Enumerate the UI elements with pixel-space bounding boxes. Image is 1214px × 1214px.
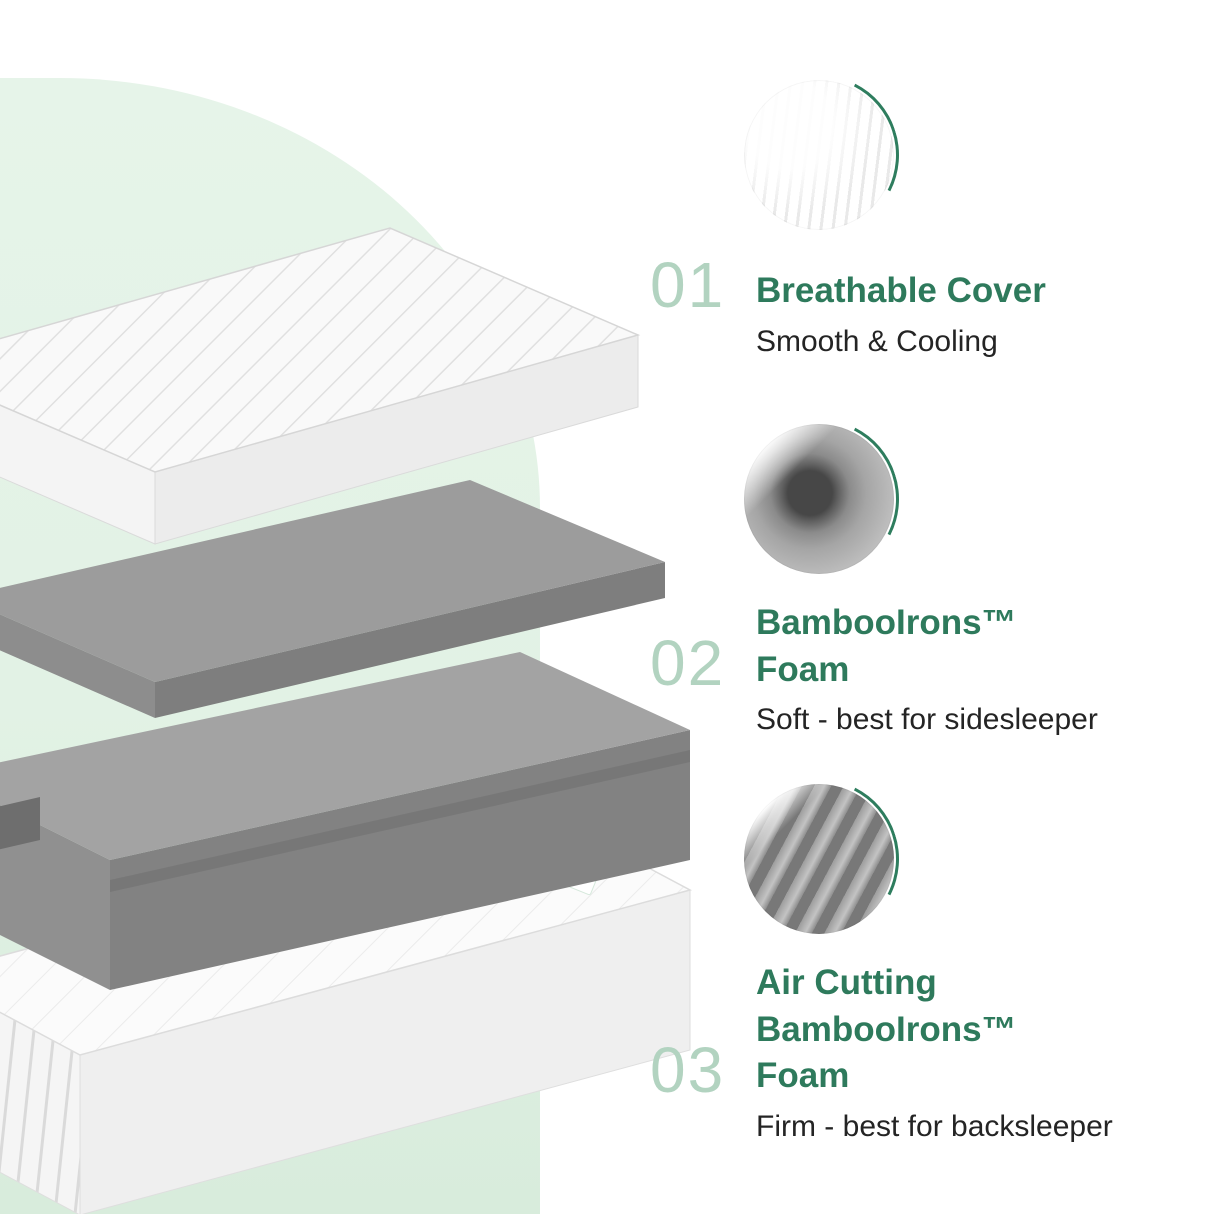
feature-title-line: Air Cutting bbox=[756, 963, 937, 1002]
feature-description: Firm - best for backsleeper bbox=[756, 1109, 1113, 1143]
feature-title-line: Foam bbox=[756, 649, 850, 689]
feature-title-line: BambooIrons™ bbox=[756, 603, 1017, 642]
feature-title: Air Cutting BambooIrons™ Foam bbox=[756, 960, 1017, 1100]
feature-description: Smooth & Cooling bbox=[756, 324, 998, 358]
feature-description: Soft - best for sidesleeper bbox=[756, 703, 1098, 737]
feature-number: 01 bbox=[650, 249, 726, 321]
feature-number: 02 bbox=[650, 627, 726, 700]
fabric-texture-photo bbox=[744, 80, 894, 230]
feature-photo-frame bbox=[744, 784, 894, 934]
feature-block-bambooirons-foam: 02 BambooIrons™ Foam Soft - best for sid… bbox=[650, 424, 1202, 738]
breathable-cover-layer bbox=[0, 227, 641, 545]
feature-block-breathable-cover: 01 Breathable Cover Smooth & Cooling bbox=[650, 80, 1202, 360]
feature-title: Breathable Cover bbox=[756, 268, 1046, 315]
feature-title: BambooIrons™ Foam bbox=[756, 600, 1017, 693]
feature-number: 03 bbox=[650, 1033, 726, 1106]
foam-curve-photo bbox=[744, 424, 894, 574]
feature-title-line: Breathable Cover bbox=[756, 271, 1046, 311]
feature-photo-frame bbox=[744, 80, 894, 230]
feature-title-line: BambooIrons™ bbox=[756, 1009, 1017, 1049]
feature-title-line: Foam bbox=[756, 1056, 850, 1096]
feature-photo-frame bbox=[744, 424, 894, 574]
air-cutting-foam-layer bbox=[0, 652, 690, 990]
soft-foam-layer bbox=[0, 480, 665, 718]
mattress-illustration: Novilla bbox=[0, 227, 693, 1214]
foam-ridges-photo bbox=[744, 784, 894, 934]
feature-block-air-cutting-foam: 03 Air Cutting BambooIrons™ Foam Firm - … bbox=[650, 784, 1202, 1145]
